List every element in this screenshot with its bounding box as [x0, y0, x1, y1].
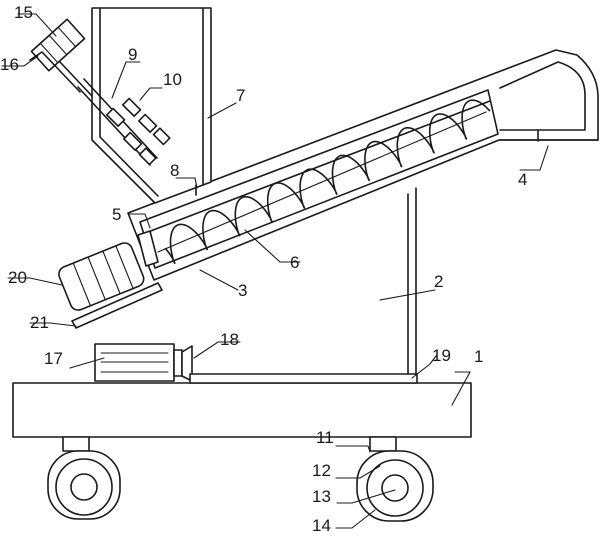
leader-lines [1, 13, 549, 529]
wheel-bracket-left [62, 436, 90, 452]
label-18: 18 [220, 330, 239, 349]
label-3: 3 [238, 281, 247, 300]
bearing-5 [137, 230, 159, 267]
screw-shaft [157, 111, 487, 253]
cart-base [12, 382, 472, 438]
label-9: 9 [128, 45, 137, 64]
label-19: 19 [432, 346, 451, 365]
motor-17 [94, 343, 183, 382]
label-6: 6 [290, 253, 299, 272]
part-labels: 1 2 3 4 5 6 7 8 9 10 11 12 13 14 15 16 1… [0, 3, 527, 535]
label-5: 5 [112, 205, 121, 224]
agitator-mount-16 [29, 51, 93, 97]
label-7: 7 [236, 86, 245, 105]
label-11: 11 [316, 428, 334, 447]
drive-motor-20 [58, 242, 145, 311]
label-10: 10 [163, 70, 182, 89]
label-8: 8 [170, 161, 179, 180]
label-13: 13 [312, 487, 331, 506]
hopper [91, 7, 212, 204]
agitator-motor-15 [30, 18, 86, 72]
label-17: 17 [44, 349, 63, 368]
label-15: 15 [14, 3, 33, 22]
label-1: 1 [474, 347, 483, 366]
wheel-left [47, 450, 121, 520]
hopper-agitator [77, 78, 171, 166]
wheel-bracket-right [369, 436, 397, 452]
wheel-right [356, 450, 434, 522]
label-14: 14 [312, 516, 331, 535]
label-21: 21 [30, 313, 49, 332]
drive-shaft [189, 373, 418, 384]
label-16: 16 [0, 55, 19, 74]
label-4: 4 [518, 170, 527, 189]
label-20: 20 [8, 268, 27, 287]
label-12: 12 [312, 461, 331, 480]
label-2: 2 [434, 272, 443, 291]
